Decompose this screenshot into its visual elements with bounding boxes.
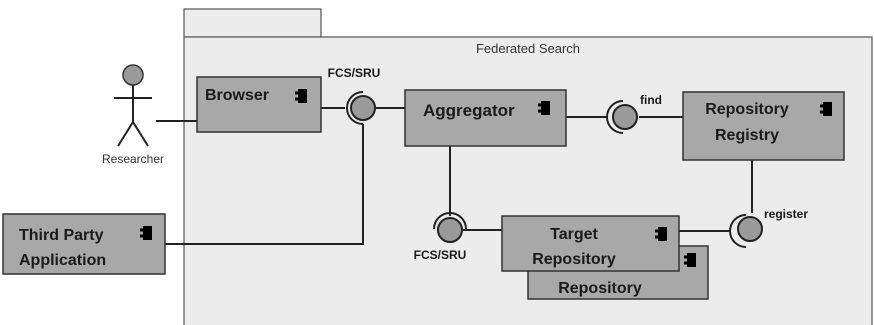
fcs-top-ball — [350, 95, 376, 121]
aggregator-component: Aggregator — [404, 89, 567, 147]
fcs-sru-bottom-interface: FCS/SRU — [414, 212, 467, 262]
fcs-sru-bottom-label: FCS/SRU — [414, 248, 467, 262]
actor-label: Researcher — [102, 152, 164, 166]
third-party-application-component: Third Party Application — [2, 213, 166, 275]
find-socket — [606, 100, 624, 134]
repository-label: Repository — [558, 280, 642, 297]
actor-left-leg — [117, 121, 134, 147]
third-party-box — [2, 213, 166, 275]
actor-right-leg — [132, 121, 149, 147]
package-tab — [183, 8, 322, 38]
aggregator-box — [404, 89, 567, 147]
fcs-sru-top-label: FCS/SRU — [328, 66, 381, 80]
register-interface: register — [729, 207, 808, 248]
register-socket — [729, 214, 747, 248]
aggregator-label: Aggregator — [423, 101, 515, 120]
registry-label-line1: Repository — [705, 101, 789, 118]
browser-component: Browser — [196, 76, 322, 133]
register-ball — [737, 216, 763, 242]
repository-registry-component: Repository Registry — [682, 91, 845, 161]
target-repository-label-line1: Target — [550, 226, 598, 243]
fcs-bottom-ball — [437, 217, 463, 243]
actor-head — [122, 64, 144, 86]
fcs-bottom-socket — [433, 212, 467, 230]
browser-box — [196, 76, 322, 133]
target-repository-component: Target Repository — [501, 215, 680, 272]
package-title: Federated Search — [476, 41, 580, 56]
fcs-sru-top-interface: FCS/SRU — [328, 66, 381, 125]
third-party-label-line1: Third Party — [19, 227, 104, 244]
researcher-actor: Researcher — [102, 64, 164, 166]
find-interface: find — [606, 93, 662, 134]
find-label: find — [640, 93, 662, 107]
fcs-top-socket — [346, 91, 364, 125]
repository-registry-box — [682, 91, 845, 161]
target-repository-box — [501, 215, 680, 272]
target-repository-label-line2: Repository — [532, 251, 616, 268]
register-label: register — [764, 207, 808, 221]
thirdparty-fcs-link — [165, 124, 364, 245]
registry-label-line2: Registry — [715, 127, 779, 144]
browser-label: Browser — [205, 87, 269, 104]
connectors — [156, 107, 753, 245]
third-party-label-line2: Application — [19, 252, 106, 269]
find-ball — [612, 104, 638, 130]
